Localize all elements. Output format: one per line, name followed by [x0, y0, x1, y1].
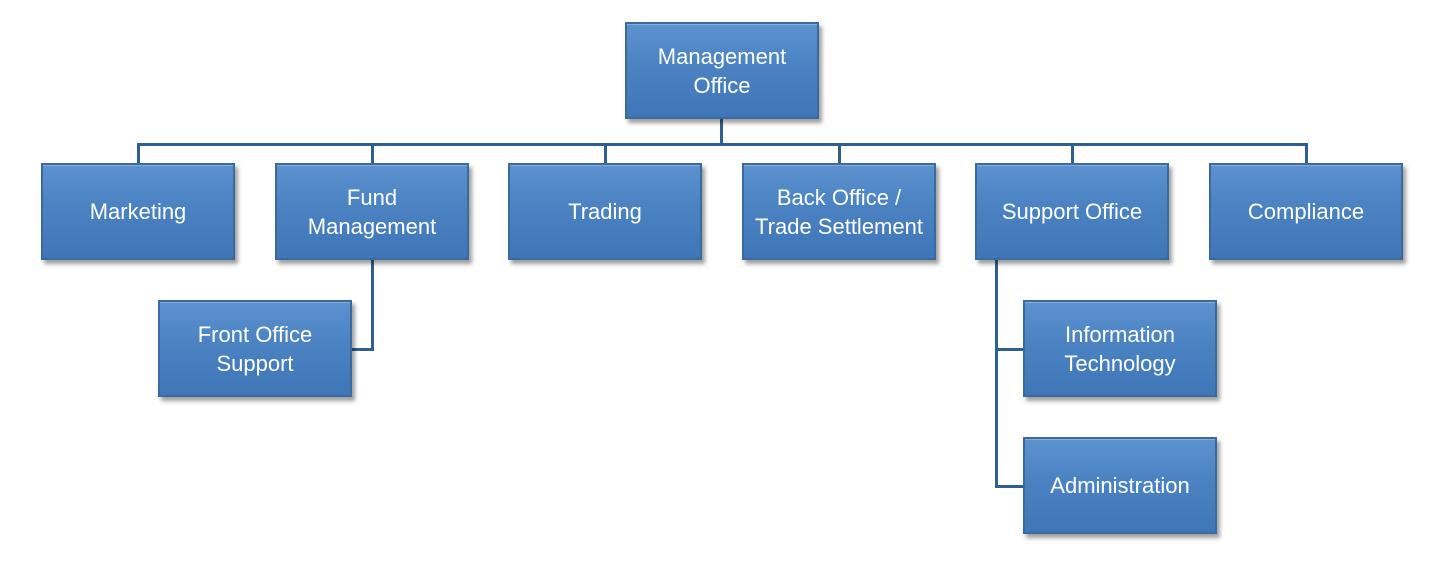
connector-to-information-technology	[995, 348, 1023, 351]
connector-management-down	[720, 119, 723, 146]
connector-main-horizontal	[137, 143, 1308, 146]
node-support-office: Support Office	[975, 163, 1169, 260]
node-compliance: Compliance	[1209, 163, 1403, 260]
connector-fund-management-down	[371, 260, 374, 351]
node-trading: Trading	[508, 163, 702, 260]
connector-to-back-office	[838, 143, 841, 163]
node-back-office: Back Office / Trade Settlement	[742, 163, 936, 260]
connector-to-front-office-support	[352, 348, 374, 351]
connector-to-marketing	[137, 143, 140, 163]
node-information-technology: Information Technology	[1023, 300, 1217, 397]
node-fund-management: Fund Management	[275, 163, 469, 260]
connector-to-compliance	[1305, 143, 1308, 163]
connector-to-trading	[604, 143, 607, 163]
connector-to-support-office	[1071, 143, 1074, 163]
node-management-office: Management Office	[625, 22, 819, 119]
connector-to-fund-management	[371, 143, 374, 163]
connector-support-office-down	[995, 260, 998, 488]
node-administration: Administration	[1023, 437, 1217, 534]
node-marketing: Marketing	[41, 163, 235, 260]
node-front-office-support: Front Office Support	[158, 300, 352, 397]
connector-to-administration	[995, 485, 1023, 488]
